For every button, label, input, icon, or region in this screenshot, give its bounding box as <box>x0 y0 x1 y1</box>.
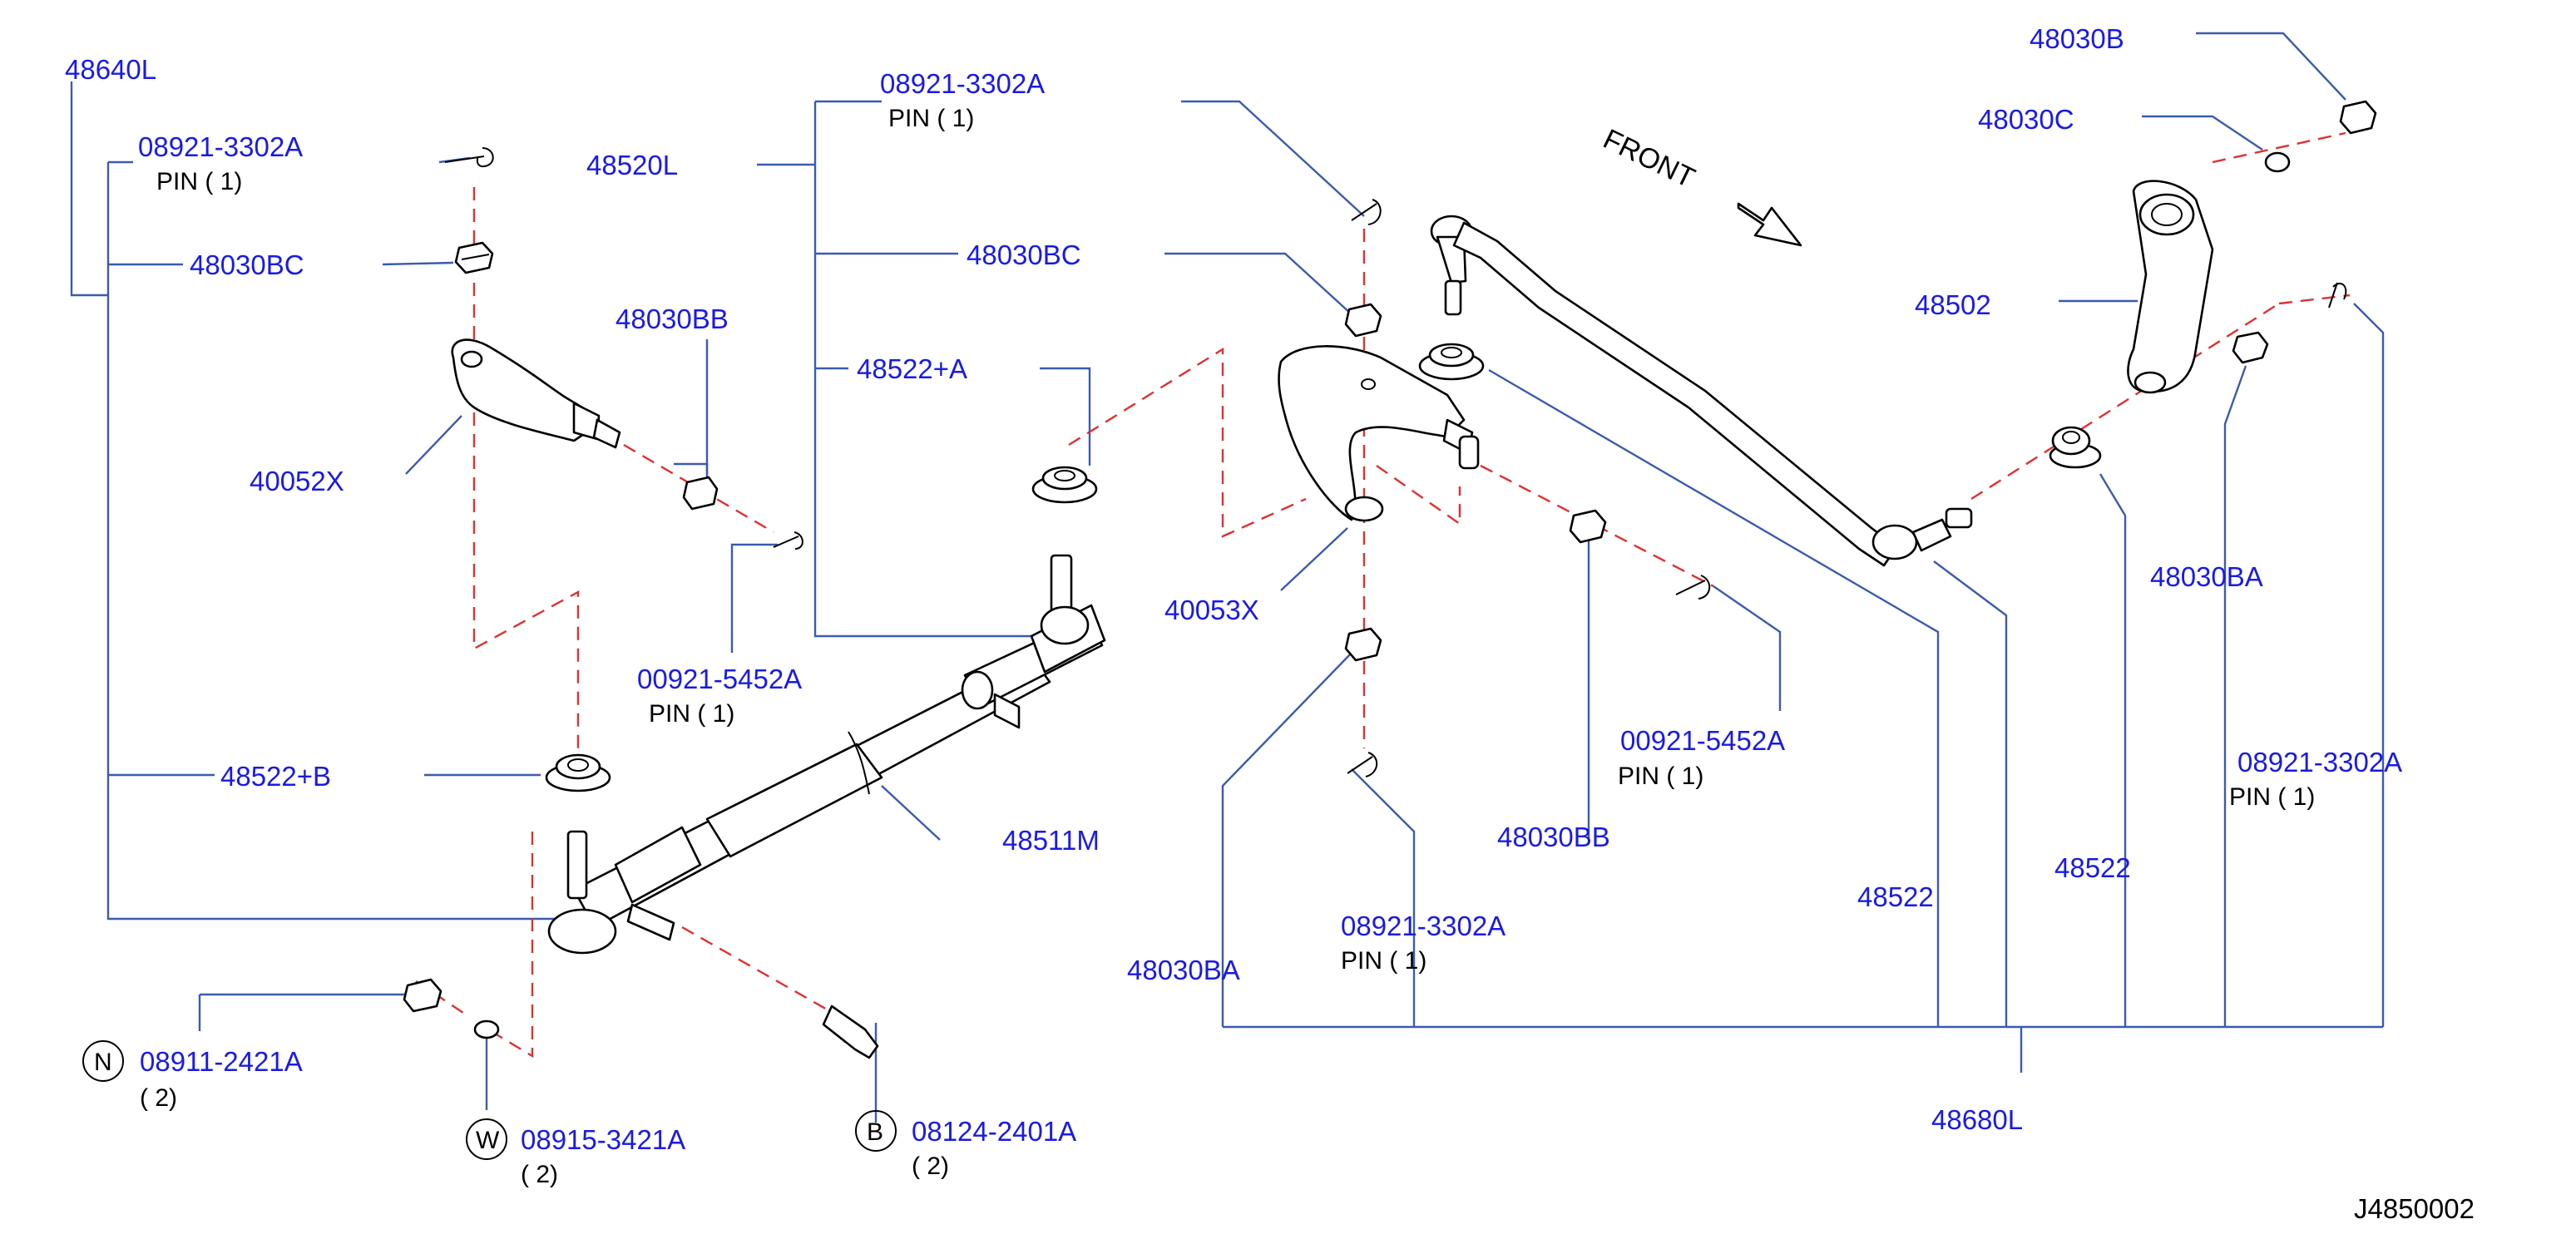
qty-08124: ( 2) <box>912 1153 949 1180</box>
nut-icon-48030b <box>2339 100 2377 135</box>
label-40053x: 40053X <box>1164 595 1259 625</box>
cotter-pin-icon-middle-bottom <box>1347 752 1378 777</box>
qty-08915: ( 2) <box>521 1161 558 1188</box>
pin-qty-08921-left: PIN ( 1) <box>156 168 242 195</box>
circle-mark-b <box>855 1110 897 1152</box>
castle-nut-icon-48030ba-middle <box>1344 627 1382 662</box>
front-arrow-icon <box>1737 202 1802 247</box>
label-48030b: 48030B <box>2030 23 2124 54</box>
label-48030bc-left: 48030BC <box>190 249 304 280</box>
label-48522-center: 48522 <box>1857 881 1934 912</box>
cotter-pin-icon-middle-top <box>1351 199 1382 225</box>
label-48030c: 48030C <box>1978 104 2074 135</box>
label-48522a: 48522+A <box>857 353 967 384</box>
cotter-pin-icon-00921-right <box>1675 575 1711 600</box>
label-08915: 08915-3421A <box>521 1124 685 1155</box>
castle-nut-icon-middle-top <box>1344 303 1382 338</box>
label-08921-middle-top: 08921-3302A <box>880 68 1045 99</box>
idler-arm-40052x <box>451 338 621 449</box>
circle-mark-w-letter: W <box>476 1127 500 1154</box>
label-48520l: 48520L <box>586 150 678 180</box>
label-48030ba-right: 48030BA <box>2150 561 2263 592</box>
cotter-pin-icon-00921-left <box>773 531 803 550</box>
cotter-pin-icon-left-top <box>444 147 494 168</box>
bushing-icon-48522b <box>545 753 611 792</box>
pin-qty-00921-right: PIN ( 1) <box>1618 763 1703 790</box>
circle-mark-n <box>82 1040 124 1082</box>
cotter-pin-icon-right <box>2328 282 2347 308</box>
idler-arm-48502 <box>2127 180 2214 394</box>
circle-mark-n-letter: N <box>94 1049 112 1076</box>
castle-nut-icon-48030bb-right <box>1569 509 1607 544</box>
washer-icon-08915 <box>473 1019 500 1039</box>
circle-mark-w <box>466 1118 507 1160</box>
label-00921-right: 00921-5452A <box>1620 725 1785 756</box>
castle-nut-icon-48030ba-right <box>2232 331 2269 364</box>
label-48640l: 48640L <box>65 54 156 85</box>
label-08124: 08124-2401A <box>912 1116 1076 1147</box>
label-40052x: 40052X <box>250 466 344 496</box>
castle-nut-icon-48030bb <box>682 476 719 511</box>
label-48030bc-middle: 48030BC <box>967 239 1081 270</box>
pitman-arm-40053x <box>1278 345 1480 522</box>
label-08911: 08911-2421A <box>140 1046 303 1077</box>
label-08921-left: 08921-3302A <box>138 131 303 162</box>
label-08921-middle-bottom: 08921-3302A <box>1341 911 1506 941</box>
label-48030bb-right: 48030BB <box>1497 822 1610 852</box>
bushing-icon-48522-right <box>2049 426 2102 469</box>
qty-08911: ( 2) <box>140 1084 177 1112</box>
circle-mark-b-letter: B <box>867 1118 883 1146</box>
label-48502: 48502 <box>1915 289 1991 320</box>
drag-link-48680l <box>1430 215 1973 567</box>
bushing-icon-48522a <box>1031 466 1098 504</box>
label-00921-left: 00921-5452A <box>637 664 802 694</box>
front-marker: FRONT <box>1598 123 1699 194</box>
castle-nut-icon-left-top <box>454 241 494 274</box>
washer-icon-48030c <box>2264 151 2291 173</box>
pin-qty-08921-middle-top: PIN ( 1) <box>888 105 974 132</box>
label-48522b: 48522+B <box>220 761 331 792</box>
castle-nut-icon-08911 <box>403 978 443 1013</box>
pin-qty-08921-middle-bottom: PIN ( 1) <box>1341 947 1426 975</box>
pin-qty-08921-right: PIN ( 1) <box>2229 783 2315 811</box>
bolt-icon-08124 <box>822 1004 879 1059</box>
label-48511m: 48511M <box>1002 825 1100 856</box>
label-48030ba-middle: 48030BA <box>1127 955 1240 985</box>
label-48030bb-left: 48030BB <box>616 304 729 334</box>
tie-rod-48511m <box>547 554 1106 955</box>
label-48680l: 48680L <box>1931 1104 2023 1135</box>
leader-lines <box>70 32 2385 1123</box>
drawing-code: J4850002 <box>2354 1193 2475 1224</box>
label-48522-right: 48522 <box>2054 852 2131 883</box>
pin-qty-00921-left: PIN ( 1) <box>649 700 734 728</box>
label-08921-right: 08921-3302A <box>2237 747 2402 777</box>
bushing-icon-48522-center <box>1418 343 1485 381</box>
